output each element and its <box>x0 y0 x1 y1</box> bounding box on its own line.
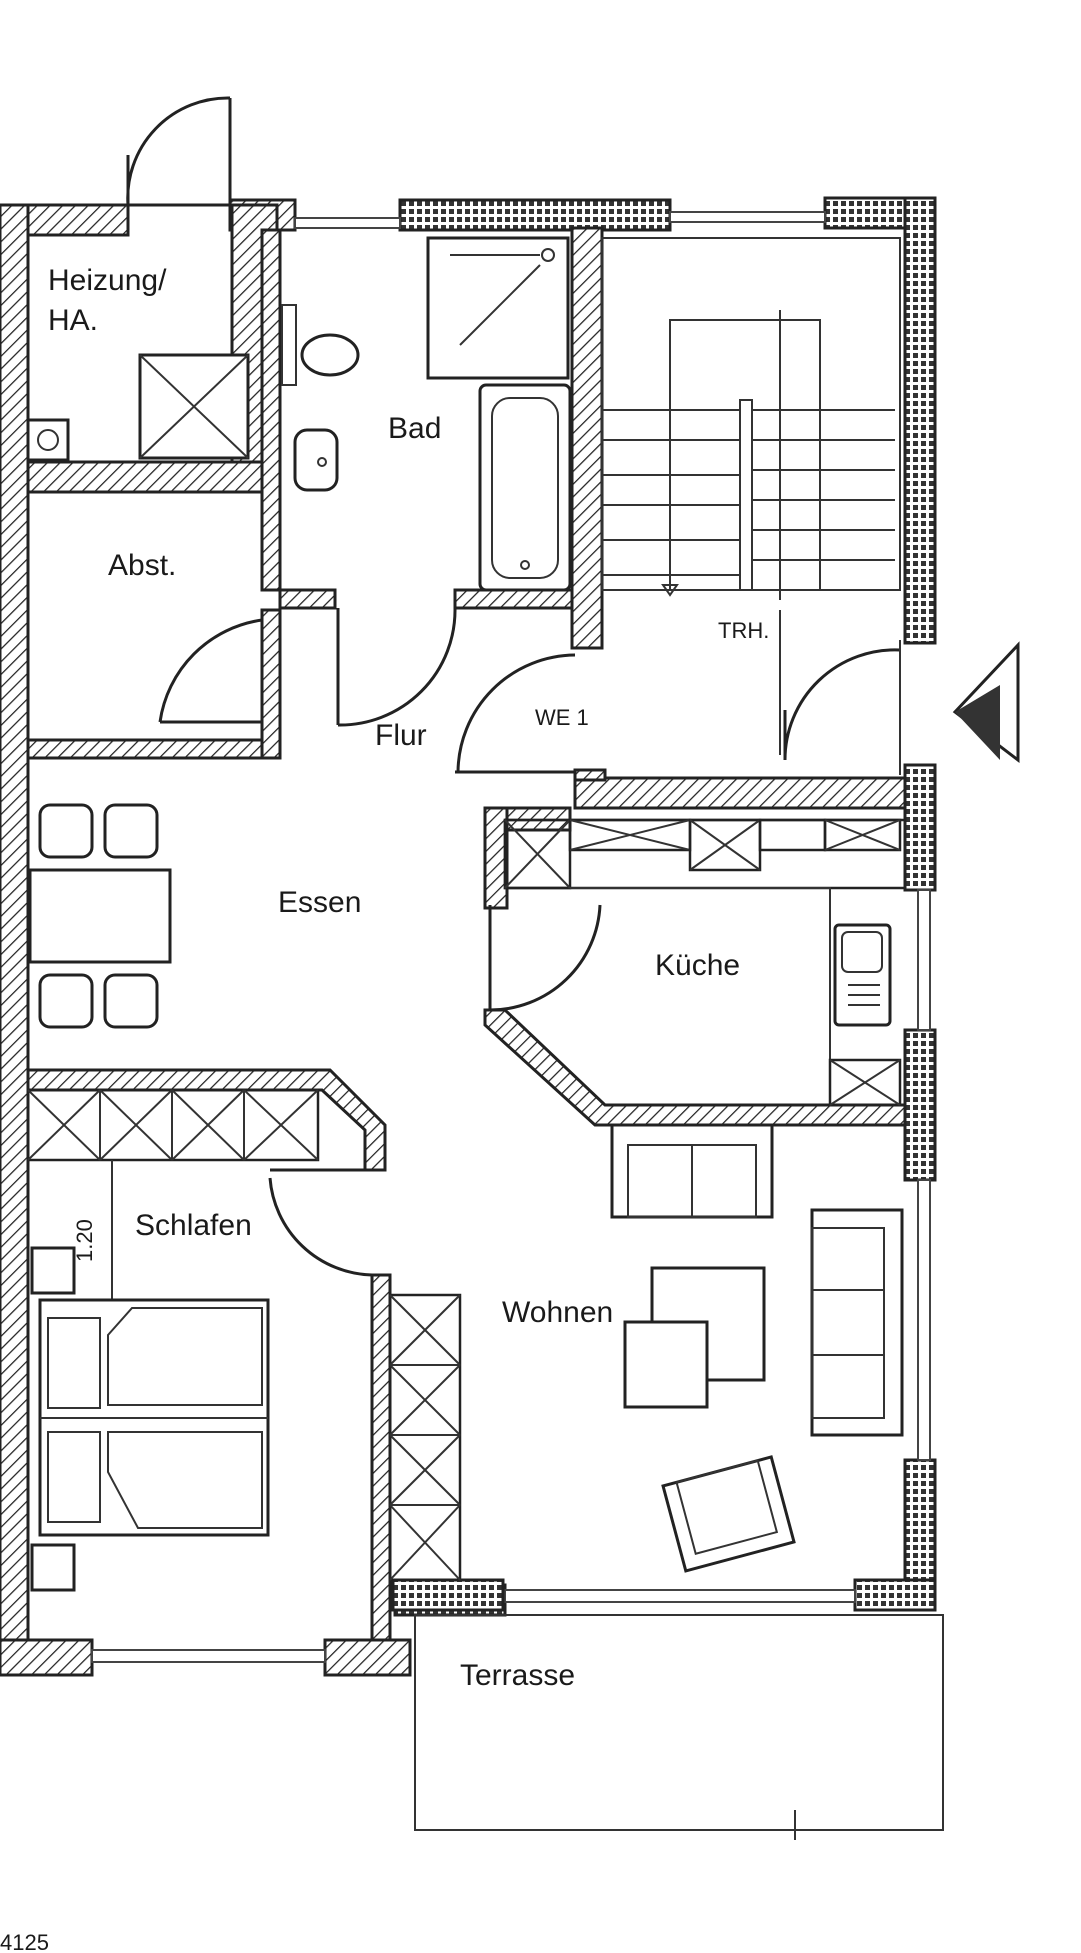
living-room: Wohnen <box>388 1123 904 1582</box>
window <box>91 1649 326 1663</box>
chair <box>103 803 159 859</box>
bedroom: 1.20 Schlafen <box>26 1088 373 1592</box>
dimension-label: 1.20 <box>72 1219 97 1262</box>
terrace: Terrasse <box>414 1614 944 1840</box>
room-label-heizung-line2: HA. <box>48 304 98 337</box>
window <box>294 217 401 229</box>
armchair <box>661 1455 796 1573</box>
room-label-schlafen: Schlafen <box>135 1209 252 1242</box>
window <box>917 1179 931 1461</box>
chair <box>38 973 94 1029</box>
room-label-flur: Flur <box>375 719 427 752</box>
storage-room: Abst. <box>108 549 282 724</box>
room-label-heizung: Heizung/ <box>48 264 167 297</box>
sofa <box>810 1208 904 1437</box>
bathtub <box>478 383 572 592</box>
coffee-table <box>623 1320 709 1409</box>
room-label-treppenhaus: TRH. <box>718 618 769 643</box>
entrance-door <box>126 96 232 207</box>
kitchen: Küche <box>488 818 907 1107</box>
dining-area: Essen <box>28 803 361 1029</box>
window <box>917 889 931 1031</box>
chair <box>38 803 94 859</box>
stairwell: TRH. <box>601 237 901 775</box>
footer-fragment: 4125 <box>0 1930 49 1953</box>
window <box>669 211 826 223</box>
entrance-marker-icon <box>952 641 1020 764</box>
nightstand <box>30 1246 76 1295</box>
room-label-bad: Bad <box>388 412 441 445</box>
sink <box>293 428 339 492</box>
kitchen-sink <box>833 923 892 1027</box>
unit-label-we1: WE 1 <box>535 705 589 730</box>
hallway: Flur WE 1 <box>375 653 589 774</box>
meter-box <box>26 418 70 462</box>
wardrobe <box>388 1293 462 1582</box>
room-label-wohnen: Wohnen <box>502 1296 613 1329</box>
window <box>504 1589 856 1603</box>
room-label-essen: Essen <box>278 886 361 919</box>
nightstand <box>30 1543 76 1592</box>
room-label-abst: Abst. <box>108 549 176 582</box>
bathroom: Bad <box>281 236 572 727</box>
toilet <box>300 333 360 377</box>
room-label-kueche: Küche <box>655 949 740 982</box>
heating-room: Heizung/ HA. <box>26 264 250 462</box>
dining-table <box>28 868 172 964</box>
room-label-terrasse: Terrasse <box>460 1659 575 1692</box>
chair <box>103 973 159 1029</box>
